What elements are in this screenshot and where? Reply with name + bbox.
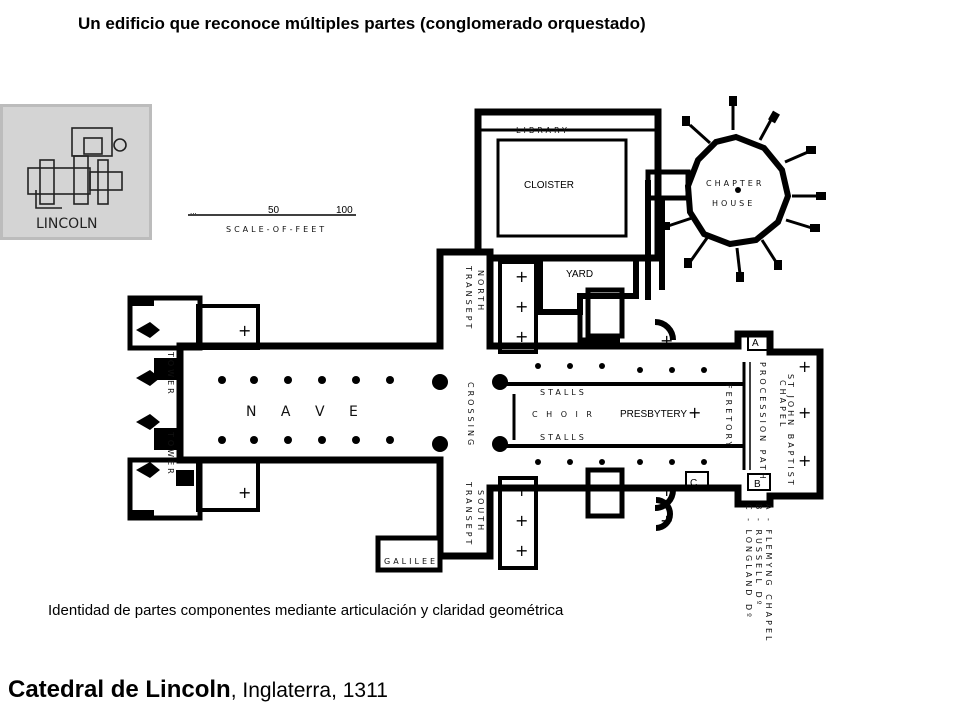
presbytery-label: PRESBYTERY bbox=[620, 409, 687, 420]
svg-text:+: + bbox=[515, 511, 528, 530]
svg-text:+: + bbox=[660, 511, 673, 530]
choir-label: C H O I R bbox=[532, 410, 595, 419]
svg-text:+: + bbox=[515, 327, 528, 346]
yard-label: YARD bbox=[566, 269, 593, 280]
svg-text:+: + bbox=[798, 403, 811, 422]
stalls-south-label: STALLS bbox=[540, 433, 587, 442]
chapel-a-label: A bbox=[752, 338, 759, 349]
svg-text:+: + bbox=[660, 331, 673, 350]
lincoln-thumbnail: LINCOLN bbox=[0, 104, 152, 240]
cloister-label: CLOISTER bbox=[524, 180, 574, 191]
st-john-label: ST JOHN BAPTIST bbox=[786, 374, 795, 488]
scale-label: SCALE-OF-FEET bbox=[226, 225, 327, 234]
crossing-label: CROSSING bbox=[466, 382, 475, 448]
footer-rest: , Inglaterra, 1311 bbox=[230, 679, 388, 702]
library-label: LIBRARY bbox=[516, 126, 570, 135]
house-label: HOUSE bbox=[712, 199, 755, 208]
svg-text:+: + bbox=[660, 481, 673, 500]
svg-text:+: + bbox=[238, 321, 251, 340]
svg-text:+: + bbox=[515, 267, 528, 286]
north-transept-label: TRANSEPT bbox=[464, 265, 473, 331]
scale-bar: ... 50 100 SCALE-OF-FEET bbox=[188, 205, 356, 234]
procession-path-label: PROCESSION PATH bbox=[758, 362, 767, 482]
scale-mark-50: 50 bbox=[268, 205, 280, 216]
slide-title: Un edificio que reconoce múltiples parte… bbox=[78, 14, 646, 33]
svg-text:+: + bbox=[798, 357, 811, 376]
south-tower-label: TOWER bbox=[166, 431, 175, 477]
thumbnail-label: LINCOLN bbox=[36, 216, 97, 232]
chapel-label: CHAPEL bbox=[778, 380, 787, 429]
south-transept-label: TRANSEPT bbox=[464, 481, 473, 547]
svg-text:+: + bbox=[515, 481, 528, 500]
scale-mark-100: 100 bbox=[336, 205, 353, 216]
caption: Identidad de partes componentes mediante… bbox=[48, 602, 564, 619]
nave-piers bbox=[218, 363, 707, 465]
nave-label: N A V E bbox=[246, 404, 368, 420]
footer-title: Catedral de Lincoln, Inglaterra, 1311 bbox=[8, 676, 388, 704]
south-label: SOUTH bbox=[476, 490, 485, 533]
north-label: NORTH bbox=[476, 270, 485, 313]
footer-main: Catedral de Lincoln bbox=[8, 676, 231, 703]
chapter-label: CHAPTER bbox=[706, 179, 764, 188]
svg-text:+: + bbox=[798, 451, 811, 470]
feretory-label: FERETORY bbox=[724, 384, 733, 449]
altar-crosses: + + + + + + + + + + + + + + + bbox=[238, 267, 811, 560]
svg-text:+: + bbox=[515, 541, 528, 560]
legend-c: C - LONGLAND Dº bbox=[744, 504, 753, 620]
chapel-c-label: C bbox=[690, 478, 697, 489]
galilee-label: GALILEE bbox=[384, 557, 438, 566]
legend-a: A - FLEMYNG CHAPEL bbox=[764, 504, 773, 643]
floor-plan bbox=[127, 96, 826, 573]
chapel-b-label: B bbox=[754, 479, 761, 490]
svg-text:+: + bbox=[238, 483, 251, 502]
svg-text:+: + bbox=[688, 403, 701, 422]
north-tower-label: TOWER bbox=[166, 351, 175, 397]
svg-text:+: + bbox=[515, 297, 528, 316]
svg-text:...: ... bbox=[190, 207, 197, 216]
legend-b: B - RUSSELL Dº bbox=[754, 504, 763, 607]
stalls-north-label: STALLS bbox=[540, 388, 587, 397]
